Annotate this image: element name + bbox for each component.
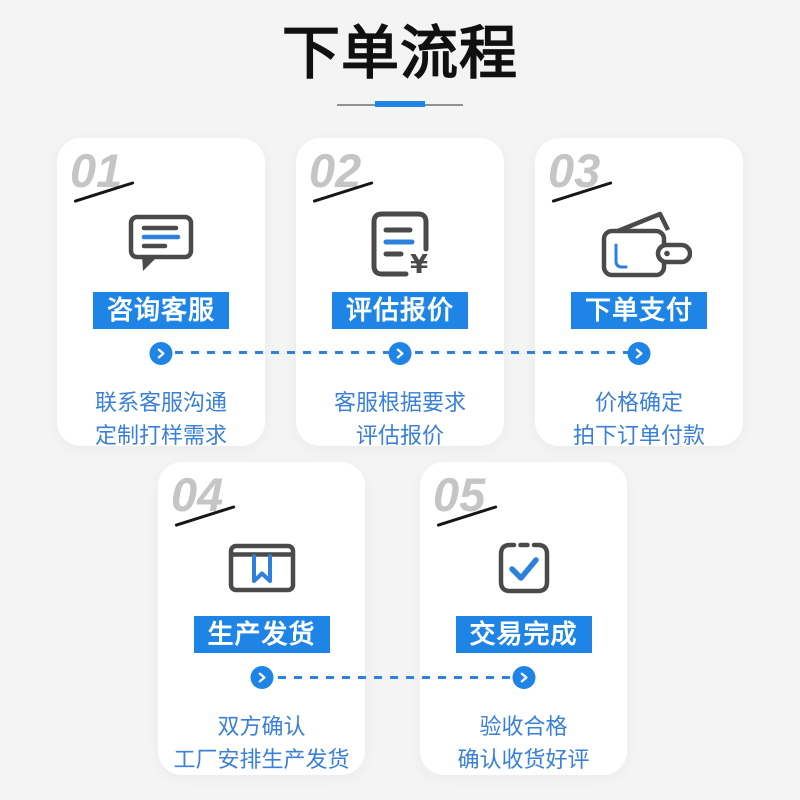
step-description: 双方确认 工厂安排生产发货 [173, 714, 350, 772]
step-description: 客服根据要求 评估报价 [333, 390, 466, 448]
check-box-icon [420, 534, 627, 602]
step-label-button: 评估报价 [331, 292, 469, 329]
step-description: 联系客服沟通 定制打样需求 [94, 390, 227, 448]
flow-arrow-icon [149, 342, 173, 365]
step-card-5: 05 交易完成 验收合格 确认收货好评 [420, 462, 627, 775]
title-underline [337, 101, 463, 108]
flow-arrow-icon [512, 666, 535, 689]
step-card-3: 03 下单支付 价格确定 拍下订单付款 [535, 138, 743, 448]
step-description: 价格确定 拍下订单付款 [572, 390, 705, 448]
step-card-2: 02 ¥ 评估报价 客服根据要求 评估报价 [296, 138, 504, 448]
flow-arrow-icon [250, 666, 273, 689]
flow-arrow-icon [388, 342, 412, 365]
step-label-button: 生产发货 [193, 616, 330, 653]
chat-bubble-icon [57, 210, 265, 278]
svg-text:¥: ¥ [410, 250, 428, 277]
step-description: 验收合格 确认收货好评 [457, 714, 590, 772]
step-label-button: 咨询客服 [92, 292, 230, 329]
page-title: 下单流程 [281, 21, 518, 86]
flow-arrow-icon [627, 342, 651, 365]
step-card-4: 04 生产发货 双方确认 工厂安排生产发货 [158, 462, 365, 775]
quote-document-icon: ¥ [296, 210, 504, 278]
step-card-1: 01 咨询客服 联系客服沟通 定制打样需求 [57, 138, 265, 448]
package-box-icon [158, 534, 365, 602]
dashed-connector-bottom-row [262, 676, 523, 679]
underline-blue-accent [375, 101, 425, 107]
step-label-button: 下单支付 [570, 292, 708, 329]
step-label-button: 交易完成 [455, 616, 592, 653]
wallet-icon [535, 210, 743, 278]
